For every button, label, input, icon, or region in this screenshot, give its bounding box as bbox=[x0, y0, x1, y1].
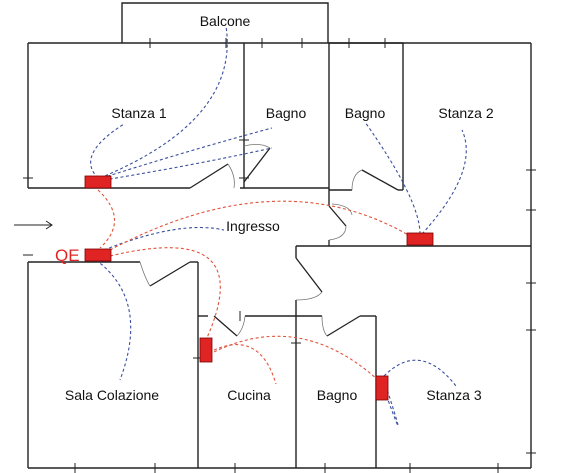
doors bbox=[139, 144, 399, 337]
wire-red bbox=[109, 247, 221, 341]
door-sala bbox=[149, 261, 191, 287]
door-ingresso-right bbox=[328, 205, 347, 227]
door-cucina bbox=[213, 315, 238, 337]
label-stanza1: Stanza 1 bbox=[111, 105, 166, 121]
wire-red bbox=[109, 200, 411, 251]
wire-blue bbox=[90, 123, 125, 179]
label-bagno3: Bagno bbox=[317, 387, 358, 403]
label-balcone: Balcone bbox=[200, 13, 251, 29]
blue-wires bbox=[90, 25, 467, 427]
junction-box-stanza3 bbox=[375, 375, 389, 401]
door-swing bbox=[236, 315, 246, 337]
door-swing bbox=[321, 315, 328, 337]
room-labels: Balcone Stanza 1 Bagno Bagno Stanza 2 In… bbox=[55, 13, 494, 403]
wire-blue bbox=[101, 127, 273, 179]
wall-balcony bbox=[121, 2, 329, 43]
wire-red bbox=[213, 344, 277, 385]
dimension-ticks bbox=[23, 38, 536, 473]
label-bagno1: Bagno bbox=[266, 105, 307, 121]
door-swing bbox=[351, 169, 363, 191]
junction-box-stanza1 bbox=[84, 175, 112, 189]
junction-box-stanza2 bbox=[406, 232, 434, 246]
label-ingresso: Ingresso bbox=[226, 218, 280, 234]
wire-blue bbox=[383, 379, 399, 427]
door-swing bbox=[295, 291, 323, 301]
arrow-right-icon bbox=[14, 220, 53, 230]
electrical-panel-qe bbox=[84, 248, 112, 262]
label-sala-colazione: Sala Colazione bbox=[65, 387, 159, 403]
door-bagno1 bbox=[243, 147, 271, 183]
wire-red bbox=[97, 189, 115, 249]
junction-box-cucina bbox=[199, 337, 213, 363]
wire-blue bbox=[364, 121, 421, 235]
label-bagno2: Bagno bbox=[345, 105, 386, 121]
door-swing bbox=[331, 203, 353, 216]
label-stanza3: Stanza 3 bbox=[426, 387, 481, 403]
label-qe: QE bbox=[55, 246, 80, 265]
door-swing bbox=[243, 144, 271, 149]
door-stanza1 bbox=[189, 163, 229, 189]
door-swing bbox=[139, 261, 151, 287]
door-swing bbox=[328, 225, 347, 241]
wire-blue bbox=[103, 147, 273, 181]
label-cucina: Cucina bbox=[227, 387, 271, 403]
wire-blue bbox=[95, 259, 132, 381]
red-wires bbox=[97, 189, 411, 385]
panels bbox=[84, 175, 434, 401]
door-bagno2 bbox=[361, 169, 399, 191]
wire-blue bbox=[103, 226, 225, 251]
door-swing bbox=[227, 163, 235, 189]
walls bbox=[27, 2, 532, 469]
door-bagno3 bbox=[326, 315, 361, 337]
wire-red bbox=[213, 335, 379, 381]
door-stanza3 bbox=[295, 257, 323, 293]
label-stanza2: Stanza 2 bbox=[438, 105, 493, 121]
wire-blue bbox=[99, 25, 228, 179]
wire-blue bbox=[421, 129, 467, 235]
wire-blue bbox=[383, 359, 457, 387]
